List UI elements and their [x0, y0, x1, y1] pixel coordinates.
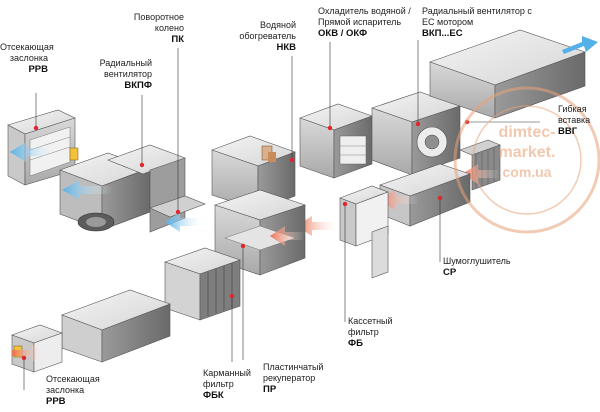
label-pr-code: ПР: [263, 384, 277, 395]
airflow-in-arrow: [12, 344, 46, 362]
label-nkv-text: Водяной обогреватель: [239, 20, 296, 41]
duct-top-right: [429, 29, 586, 119]
label-fb-code: ФБ: [348, 338, 363, 349]
label-sr: Шумоглушитель СР: [443, 256, 533, 278]
label-rrv-bottom-text: Отсекающая заслонка: [46, 374, 100, 395]
label-vvg: Гибкая вставка ВВГ: [558, 104, 600, 137]
label-fbk-text: Карманный фильтр: [203, 368, 251, 389]
label-vkpf-code: ВКПФ: [124, 80, 152, 91]
label-rrv-top-text: Отсекающая заслонка: [0, 42, 54, 63]
label-rrv-bottom: Отсекающая заслонка РРВ: [46, 374, 116, 407]
label-vkp-ec-code: ВКП...ЕС: [422, 28, 463, 39]
label-okv: Охладитель водяной / Прямой испаритель О…: [318, 6, 418, 39]
airflow-out-arrow: [10, 142, 58, 162]
fan-vkp-ec: [371, 91, 461, 176]
label-vkp-ec-text: Радиальный вентилятор с ЕС мотором: [422, 6, 532, 27]
label-vvg-text: Гибкая вставка: [558, 104, 591, 125]
duct-bottom: [61, 289, 171, 363]
label-okv-code: ОКВ / ОКФ: [318, 28, 368, 39]
label-vkpf-text: Радиальный вентилятор: [99, 58, 152, 79]
label-pk-text: Поворотное колено: [133, 12, 184, 33]
airflow-arrow: [165, 212, 205, 232]
label-rrv-bottom-code: РРВ: [46, 396, 66, 407]
pocket-filter-fbk: [164, 247, 241, 321]
airflow-in-arrow: [462, 164, 500, 184]
leader-lines: [23, 40, 540, 390]
label-fbk-code: ФБК: [203, 390, 224, 401]
watermark-stamp: [453, 86, 600, 234]
fan-vkpf: [59, 152, 151, 232]
label-rrv-top-code: РРВ: [28, 64, 48, 75]
airflow-arrow: [62, 180, 112, 200]
label-sr-code: СР: [443, 267, 457, 278]
label-vvg-code: ВВГ: [558, 126, 578, 137]
cooler-okv: [299, 103, 373, 179]
watermark-text: dimtec- market. com.ua: [452, 86, 600, 236]
airflow-arrow: [296, 216, 340, 236]
label-nkv-code: НКВ: [276, 42, 296, 53]
airflow-in-arrow: [562, 36, 598, 54]
label-pk: Поворотное колено ПК: [112, 12, 184, 45]
stamp-line-3: com.ua: [502, 164, 552, 180]
stamp-line-2: market.: [498, 144, 556, 161]
damper-rrv-bottom: [11, 324, 63, 373]
label-fb-text: Кассетный фильтр: [348, 316, 393, 337]
label-fb: Кассетный фильтр ФБ: [348, 316, 418, 349]
label-vkp-ec: Радиальный вентилятор с ЕС мотором ВКП..…: [422, 6, 562, 39]
label-fbk: Карманный фильтр ФБК: [203, 368, 263, 401]
elbow-pk: [107, 144, 206, 233]
label-pr: Пластинчатый рекуператор ПР: [263, 362, 343, 395]
label-pk-code: ПК: [171, 34, 184, 45]
stamp-line-1: dimtec-: [498, 124, 556, 141]
label-rrv-top: Отсекающая заслонка РРВ: [0, 42, 54, 75]
airflow-arrow: [270, 226, 305, 246]
label-nkv: Водяной обогреватель НКВ: [222, 20, 296, 53]
label-okv-text: Охладитель водяной / Прямой испаритель: [318, 6, 411, 27]
label-vkpf: Радиальный вентилятор ВКПФ: [80, 58, 152, 91]
label-pr-text: Пластинчатый рекуператор: [263, 362, 324, 383]
label-sr-text: Шумоглушитель: [443, 256, 511, 266]
cassette-filter-fb: [339, 185, 389, 279]
